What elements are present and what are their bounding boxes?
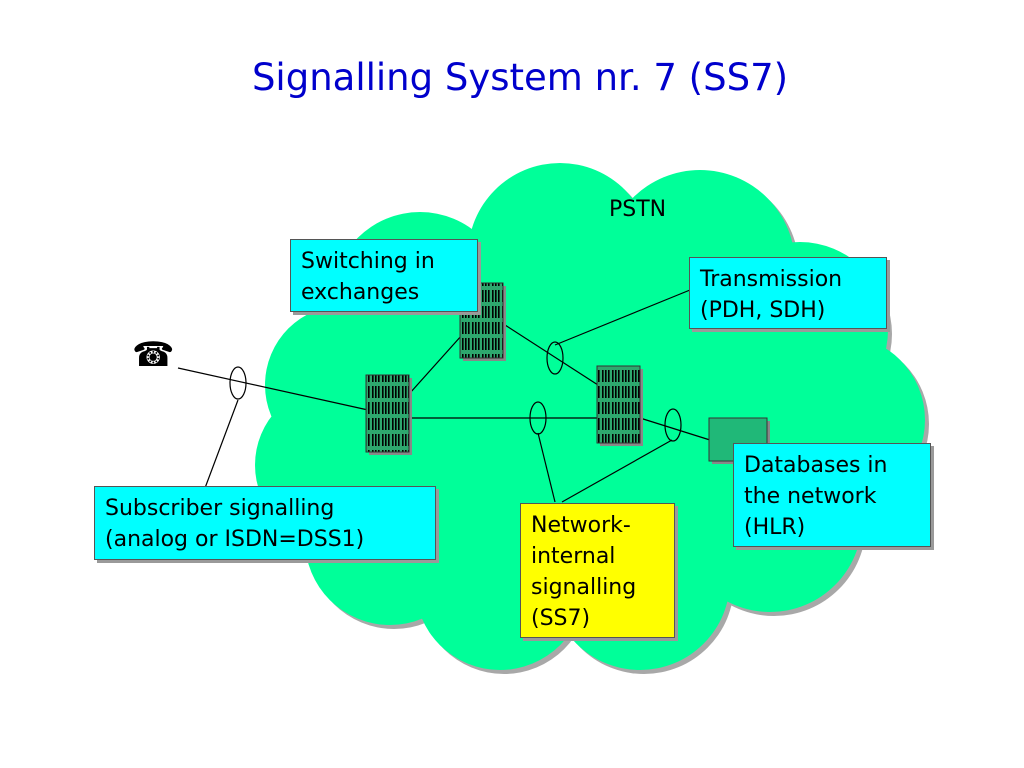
subscriber-line-1: Subscriber signalling xyxy=(105,496,335,521)
ss7-line-1: Network- xyxy=(531,513,631,538)
telephone-icon: ☎ xyxy=(132,335,175,375)
transmission-pointer xyxy=(554,289,691,346)
exchange-right xyxy=(596,365,643,446)
databases-line-2: the network xyxy=(744,484,877,509)
ss7-pointer-b xyxy=(561,439,673,503)
db-link-line xyxy=(639,417,711,441)
switching-label: Switching in exchanges xyxy=(290,239,478,312)
transmission-line-2: (PDH, SDH) xyxy=(700,298,826,323)
ss7-line-4: (SS7) xyxy=(531,606,591,631)
subscriber-line-2: (analog or ISDN=DSS1) xyxy=(105,527,365,552)
subscriber-signalling-label: Subscriber signalling (analog or ISDN=DS… xyxy=(94,486,436,560)
switching-line-2: exchanges xyxy=(301,280,420,305)
exchange-left xyxy=(365,374,412,455)
databases-label: Databases in the network (HLR) xyxy=(733,443,931,547)
transmission-ellipse xyxy=(546,341,564,375)
subscriber-pointer xyxy=(204,399,239,489)
pstn-label: PSTN xyxy=(609,197,667,222)
switching-line-1: Switching in xyxy=(301,249,435,274)
transmission-line-1: Transmission xyxy=(700,267,843,292)
ss7-line-2: internal xyxy=(531,544,616,569)
subscriber-line xyxy=(177,367,369,411)
ss7-pointer-a xyxy=(537,432,556,503)
subscriber-signalling-ellipse xyxy=(229,366,247,400)
trunk-line-b xyxy=(504,324,599,386)
databases-line-3: (HLR) xyxy=(744,515,806,540)
trunk-line-a xyxy=(409,334,463,394)
databases-line-1: Databases in xyxy=(744,453,888,478)
page-title: Signalling System nr. 7 (SS7) xyxy=(251,56,789,99)
ss7-ellipse-b xyxy=(664,408,682,442)
ss7-line-3: signalling xyxy=(531,575,637,600)
transmission-label: Transmission (PDH, SDH) xyxy=(689,257,887,329)
network-internal-signalling-label: Network- internal signalling (SS7) xyxy=(520,503,675,638)
exchange-top xyxy=(459,282,506,361)
ss7-ellipse-a xyxy=(529,401,547,435)
